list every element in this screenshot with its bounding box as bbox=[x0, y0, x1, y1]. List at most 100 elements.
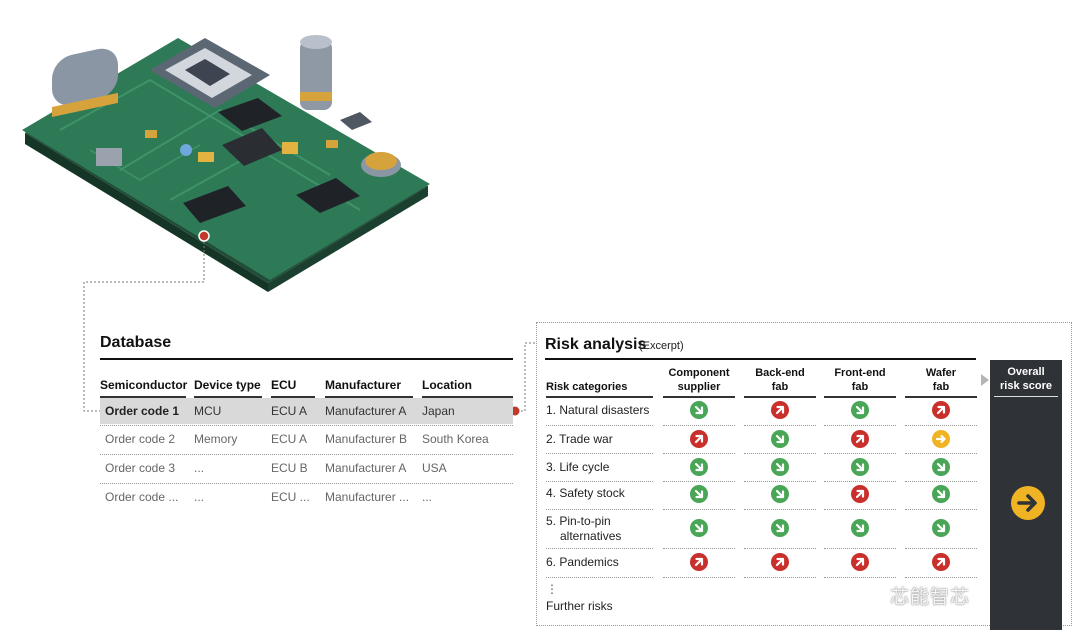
db-row-3[interactable]: Order code 3 ... ECU B Manufacturer A US… bbox=[100, 455, 513, 481]
risk-rating-cell bbox=[771, 519, 789, 537]
db-cell-ecu: ECU A bbox=[271, 432, 308, 446]
db-row-separator bbox=[100, 425, 513, 426]
header-line: Wafer bbox=[925, 367, 957, 379]
category-line: alternatives bbox=[560, 529, 622, 543]
db-header-ecu: ECU bbox=[271, 378, 297, 392]
db-cell-location: Japan bbox=[422, 404, 455, 418]
arrow-down-right-icon bbox=[932, 519, 950, 537]
db-header-underline bbox=[100, 396, 186, 398]
arrow-down-right-icon bbox=[851, 401, 869, 419]
header-line: Front-end bbox=[834, 367, 886, 379]
score-title-line: Overall bbox=[1007, 366, 1045, 378]
risk-rating-cell bbox=[771, 458, 789, 476]
risk-rating-cell bbox=[932, 485, 950, 503]
db-cell-location: ... bbox=[422, 490, 433, 504]
db-row-separator bbox=[100, 483, 513, 484]
risk-rating-cell bbox=[851, 485, 869, 503]
header-line: Component bbox=[668, 367, 730, 379]
risk-rating-cell bbox=[690, 519, 708, 537]
risk-header-back-end-fab: Back-end fab bbox=[744, 366, 816, 394]
risk-rating-cell bbox=[690, 553, 708, 571]
arrow-down-right-icon bbox=[851, 519, 869, 537]
risk-rating-cell bbox=[851, 553, 869, 571]
risk-header-underline bbox=[744, 396, 816, 398]
db-header-location: Location bbox=[422, 378, 472, 392]
arrow-up-right-icon bbox=[771, 401, 789, 419]
score-title-line: risk score bbox=[1000, 380, 1052, 392]
more-rows-marker: ⋮ bbox=[546, 582, 558, 596]
database-title: Database bbox=[100, 334, 172, 351]
risk-rating-cell bbox=[771, 430, 789, 448]
risk-rating-cell bbox=[690, 458, 708, 476]
db-row-1[interactable]: Order code 1 MCU ECU A Manufacturer A Ja… bbox=[100, 398, 513, 424]
arrow-up-right-icon bbox=[851, 485, 869, 503]
risk-category-pandemics: 6. Pandemics bbox=[546, 555, 619, 569]
risk-analysis-frame bbox=[536, 322, 1072, 626]
risk-category-trade-war: 2. Trade war bbox=[546, 432, 613, 446]
risk-rating-cell bbox=[932, 553, 950, 571]
db-header-underline bbox=[422, 396, 513, 398]
arrow-down-right-icon bbox=[851, 458, 869, 476]
db-header-underline bbox=[325, 396, 413, 398]
risk-header-underline bbox=[546, 396, 653, 398]
risk-rating-cell bbox=[851, 458, 869, 476]
db-cell-manufacturer: Manufacturer ... bbox=[325, 490, 410, 504]
db-cell-ecu: ECU ... bbox=[271, 490, 310, 504]
arrow-up-right-icon bbox=[690, 553, 708, 571]
risk-row-separator bbox=[663, 548, 735, 549]
arrow-up-right-icon bbox=[851, 553, 869, 571]
db-cell-device-type: MCU bbox=[194, 404, 222, 418]
database-title-rule bbox=[100, 358, 513, 360]
risk-rating-cell bbox=[932, 458, 950, 476]
db-cell-location: USA bbox=[422, 461, 447, 475]
risk-row-separator bbox=[824, 548, 896, 549]
db-header-device-type: Device type bbox=[194, 378, 261, 392]
db-cell-semiconductor: Order code 3 bbox=[105, 461, 176, 475]
risk-row-separator bbox=[744, 453, 816, 454]
db-cell-semiconductor: Order code 1 bbox=[105, 404, 180, 418]
db-row-separator bbox=[100, 454, 513, 455]
risk-rating-cell bbox=[690, 401, 708, 419]
arrow-down-right-icon bbox=[690, 458, 708, 476]
risk-rating-cell bbox=[932, 430, 950, 448]
db-row-2[interactable]: Order code 2 Memory ECU A Manufacturer B… bbox=[100, 426, 513, 452]
risk-row-separator bbox=[546, 481, 653, 482]
risk-row-separator bbox=[905, 453, 977, 454]
db-cell-semiconductor: Order code 2 bbox=[105, 432, 176, 446]
risk-rating-cell bbox=[851, 430, 869, 448]
risk-rating-cell bbox=[932, 401, 950, 419]
arrow-down-right-icon bbox=[690, 401, 708, 419]
arrow-up-right-icon bbox=[690, 430, 708, 448]
overall-risk-score-title: Overall risk score bbox=[990, 365, 1062, 393]
db-cell-device-type: ... bbox=[194, 490, 205, 504]
arrow-up-right-icon bbox=[932, 553, 950, 571]
risk-header-front-end-fab: Front-end fab bbox=[824, 366, 896, 394]
db-cell-semiconductor: Order code ... bbox=[105, 490, 179, 504]
db-cell-ecu: ECU A bbox=[271, 404, 308, 418]
arrow-down-right-icon bbox=[932, 485, 950, 503]
risk-rating-cell bbox=[851, 519, 869, 537]
risk-category-natural-disasters: 1. Natural disasters bbox=[546, 403, 650, 417]
db-cell-manufacturer: Manufacturer A bbox=[325, 404, 407, 418]
header-line: fab bbox=[771, 381, 789, 393]
category-line: 5. Pin-to-pin bbox=[546, 514, 611, 528]
risk-rating-cell bbox=[771, 485, 789, 503]
arrow-up-right-icon bbox=[771, 553, 789, 571]
arrow-right-icon bbox=[932, 430, 950, 448]
risk-row-separator bbox=[824, 577, 896, 578]
db-row-4[interactable]: Order code ... ... ECU ... Manufacturer … bbox=[100, 484, 513, 510]
risk-row-separator bbox=[663, 577, 735, 578]
risk-header-categories: Risk categories bbox=[546, 381, 628, 393]
risk-row-separator bbox=[546, 425, 653, 426]
pointer-triangle-icon bbox=[981, 374, 989, 386]
risk-row-separator bbox=[905, 577, 977, 578]
risk-row-separator bbox=[905, 509, 977, 510]
arrow-down-right-icon bbox=[771, 485, 789, 503]
risk-row-separator bbox=[905, 425, 977, 426]
risk-row-separator bbox=[824, 453, 896, 454]
risk-row-separator bbox=[824, 481, 896, 482]
db-header-underline bbox=[194, 396, 262, 398]
db-cell-device-type: ... bbox=[194, 461, 205, 475]
db-header-semiconductor: Semiconductor bbox=[100, 378, 188, 392]
risk-header-underline bbox=[663, 396, 735, 398]
